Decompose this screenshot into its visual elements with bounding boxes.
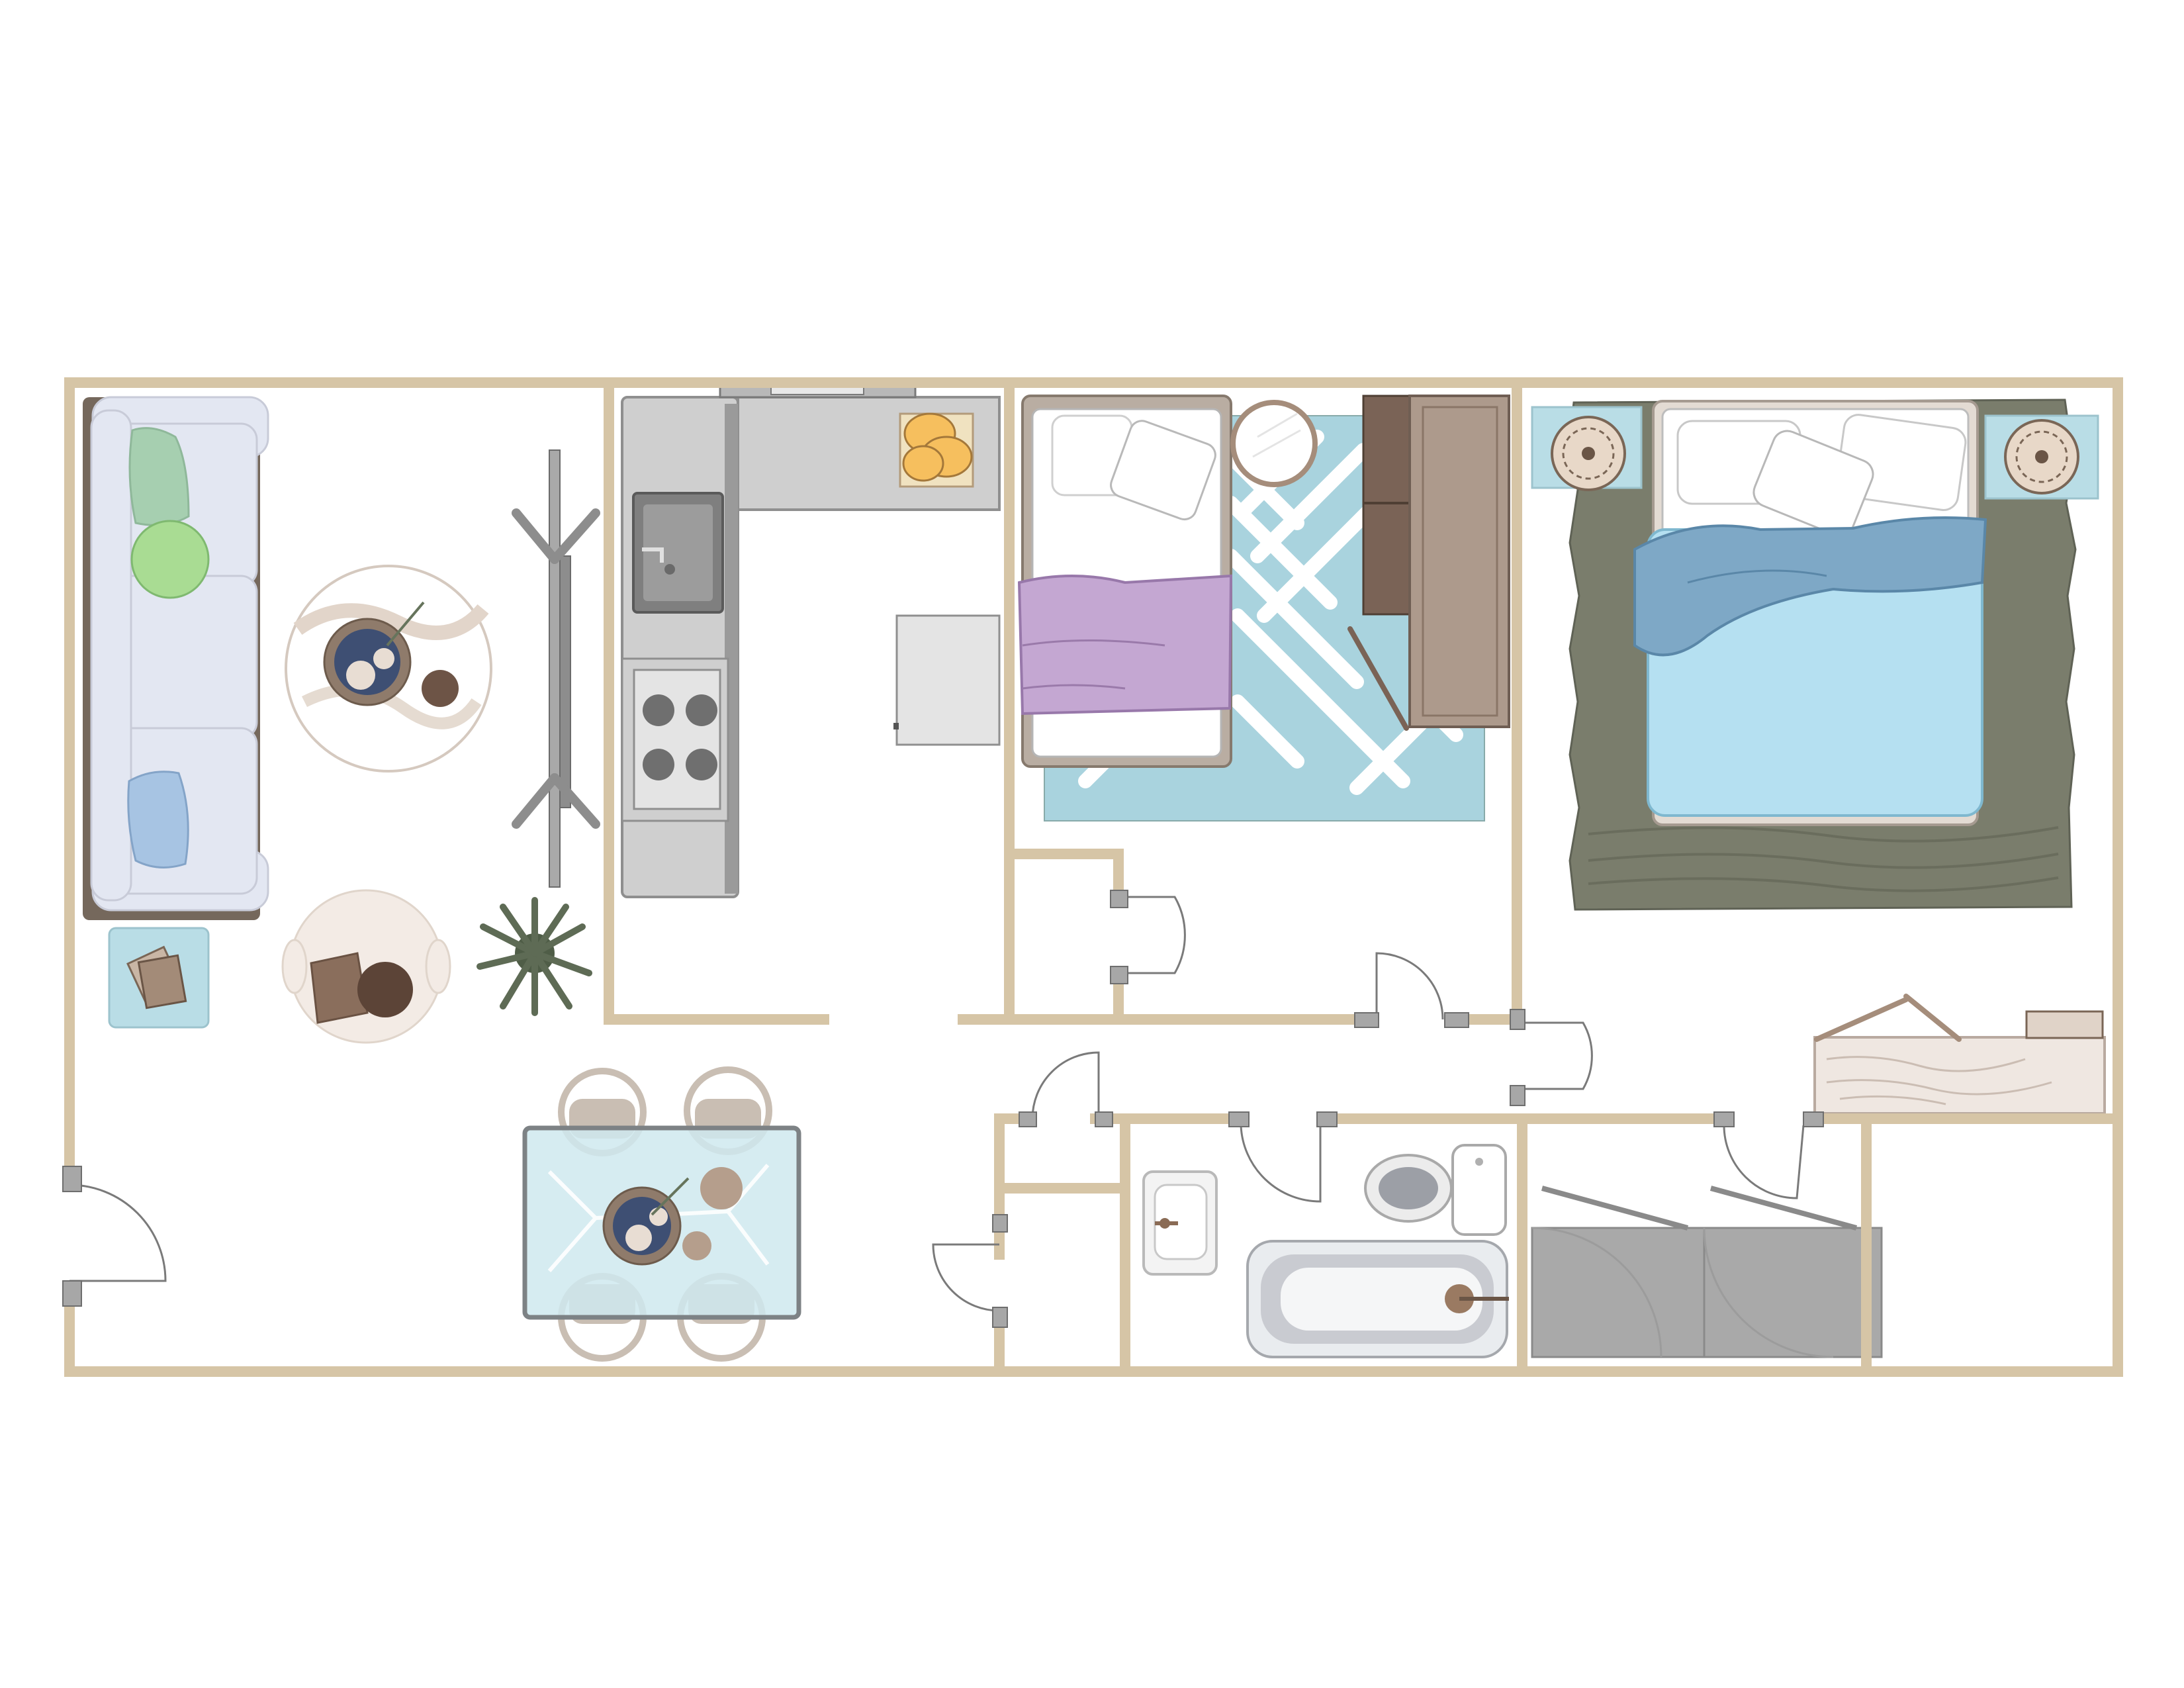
tv-stand-icon <box>512 449 600 888</box>
single-bed-icon <box>1017 395 1233 768</box>
dresser-icon <box>1813 994 2106 1115</box>
double-bed-icon <box>1633 400 1987 826</box>
sink-icon <box>632 492 724 614</box>
closet-icon <box>1531 1186 1883 1358</box>
bookshelf-icon <box>1362 395 1411 616</box>
door-icon <box>69 896 1805 1312</box>
plant-icon <box>477 897 592 1016</box>
mirror-icon <box>1230 400 1318 487</box>
stove-icon <box>621 657 729 822</box>
desk-icon <box>1347 395 1510 731</box>
lamp-icon <box>1551 416 2079 494</box>
coffee-table-icon <box>285 565 492 773</box>
toilet-icon <box>1364 1144 1507 1236</box>
fruit-bowl-icon <box>899 412 974 488</box>
door-jamb <box>62 890 1824 1328</box>
armchair-icon <box>281 889 451 1044</box>
dining-table-icon <box>522 1125 801 1320</box>
walls <box>64 377 2123 1377</box>
bathtub-icon <box>1246 1240 1509 1358</box>
island-icon <box>893 614 1001 746</box>
bathroom-sink-icon <box>1142 1170 1218 1276</box>
pillow-icon <box>127 427 210 868</box>
side-table-icon <box>108 927 210 1029</box>
